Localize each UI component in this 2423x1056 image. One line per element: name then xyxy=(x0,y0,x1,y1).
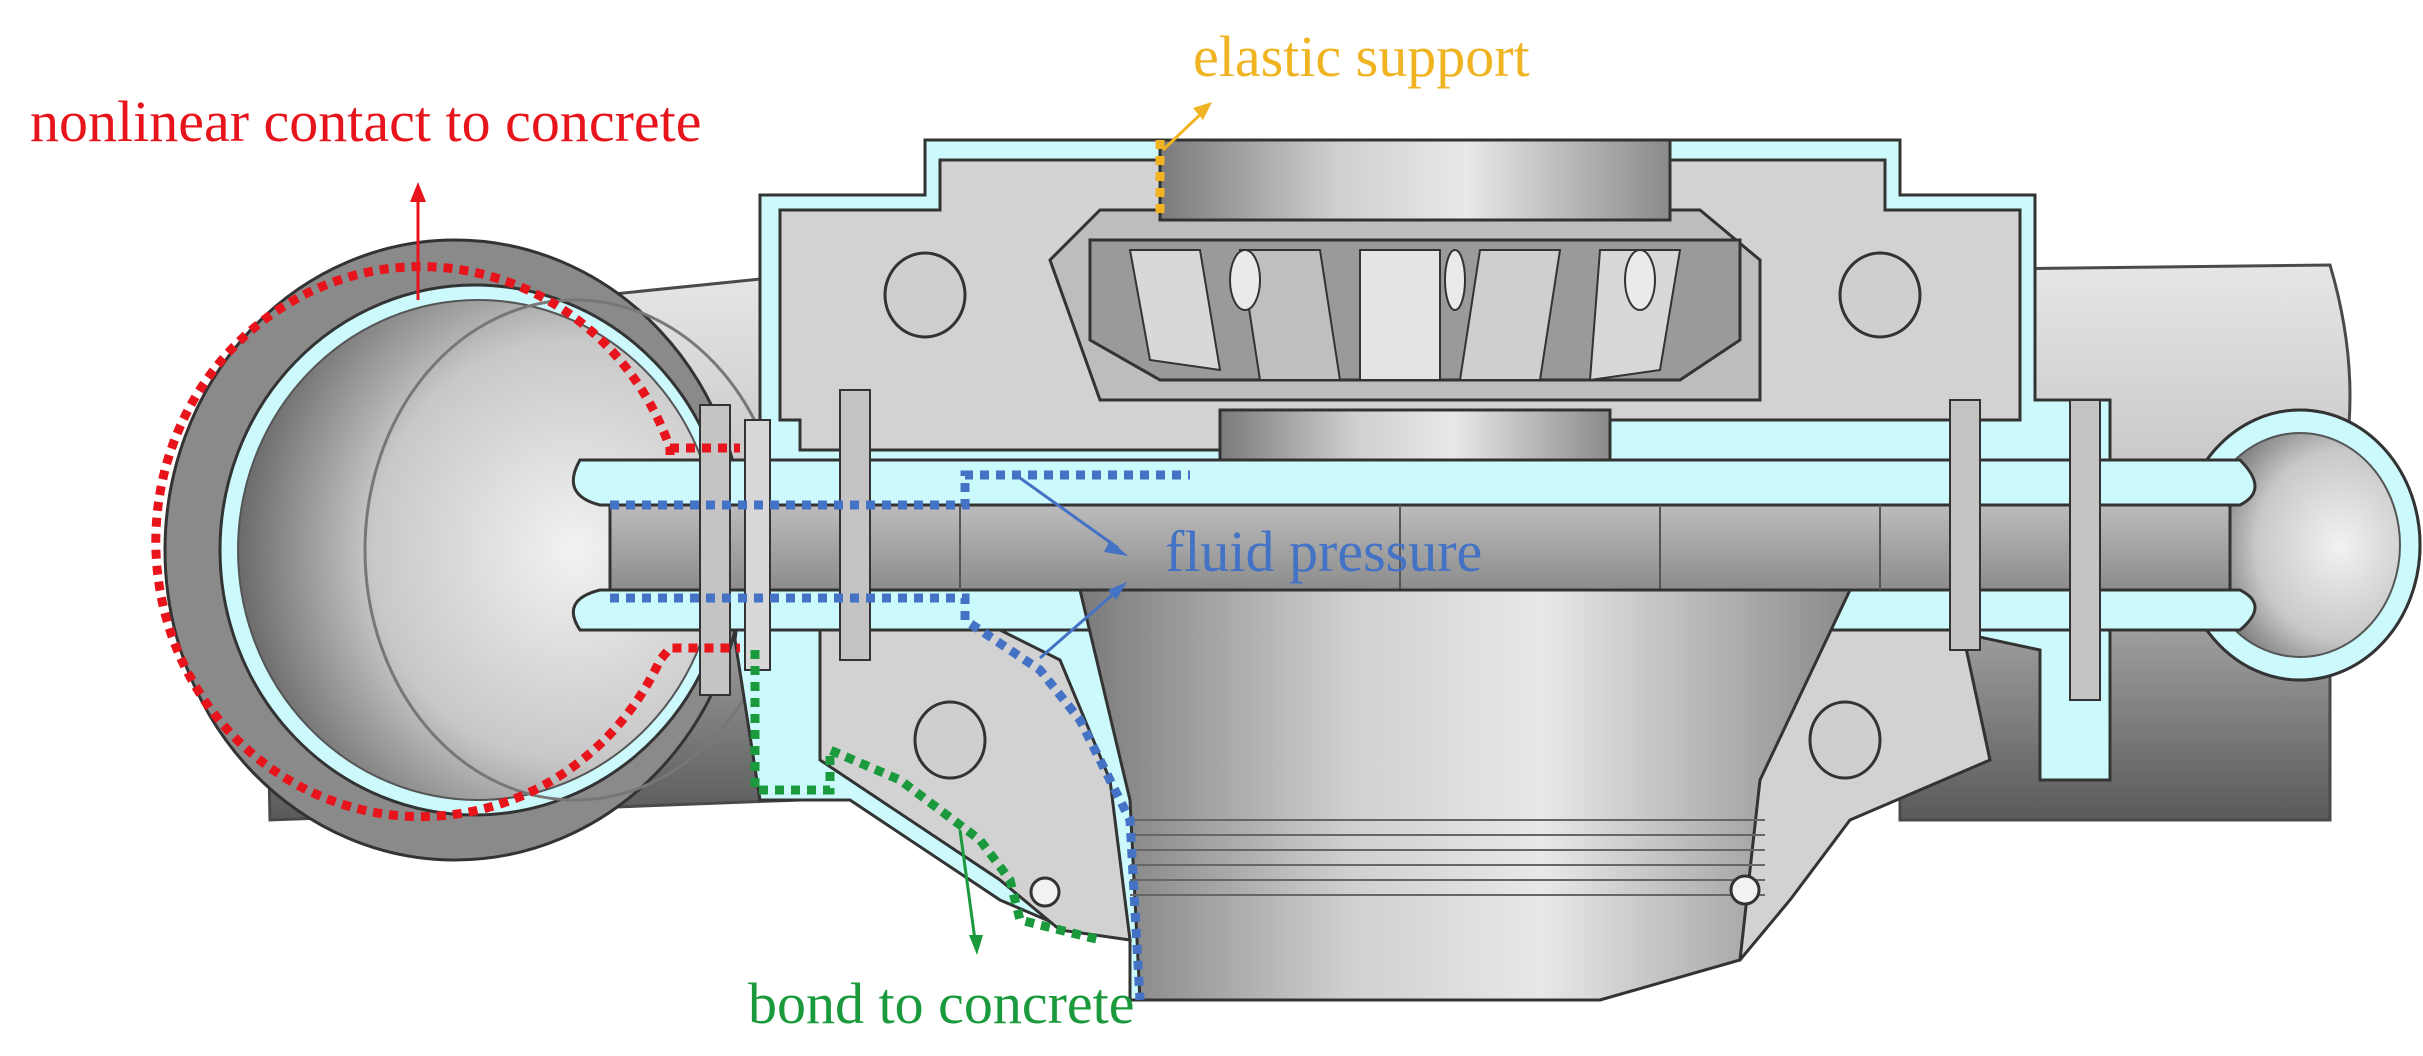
nonlinear-contact-label: nonlinear contact to concrete xyxy=(30,89,702,154)
fluid-pressure-boundary xyxy=(610,470,1190,1001)
housing-holes xyxy=(883,251,1922,908)
spider-vanes xyxy=(1088,238,1742,382)
left-inlet-opening xyxy=(163,238,787,862)
bond-to-concrete-label: bond to concrete xyxy=(748,971,1135,1036)
top-ring xyxy=(1158,138,1672,222)
fluid-pressure-label: fluid pressure xyxy=(1165,519,1483,584)
bond-boundary xyxy=(750,650,1102,955)
elastic-support-boundary xyxy=(1155,102,1212,215)
elastic-support-label: elastic support xyxy=(1193,24,1530,89)
nonlinear-contact-boundary xyxy=(151,182,740,822)
lower-cone xyxy=(1078,588,1853,1002)
